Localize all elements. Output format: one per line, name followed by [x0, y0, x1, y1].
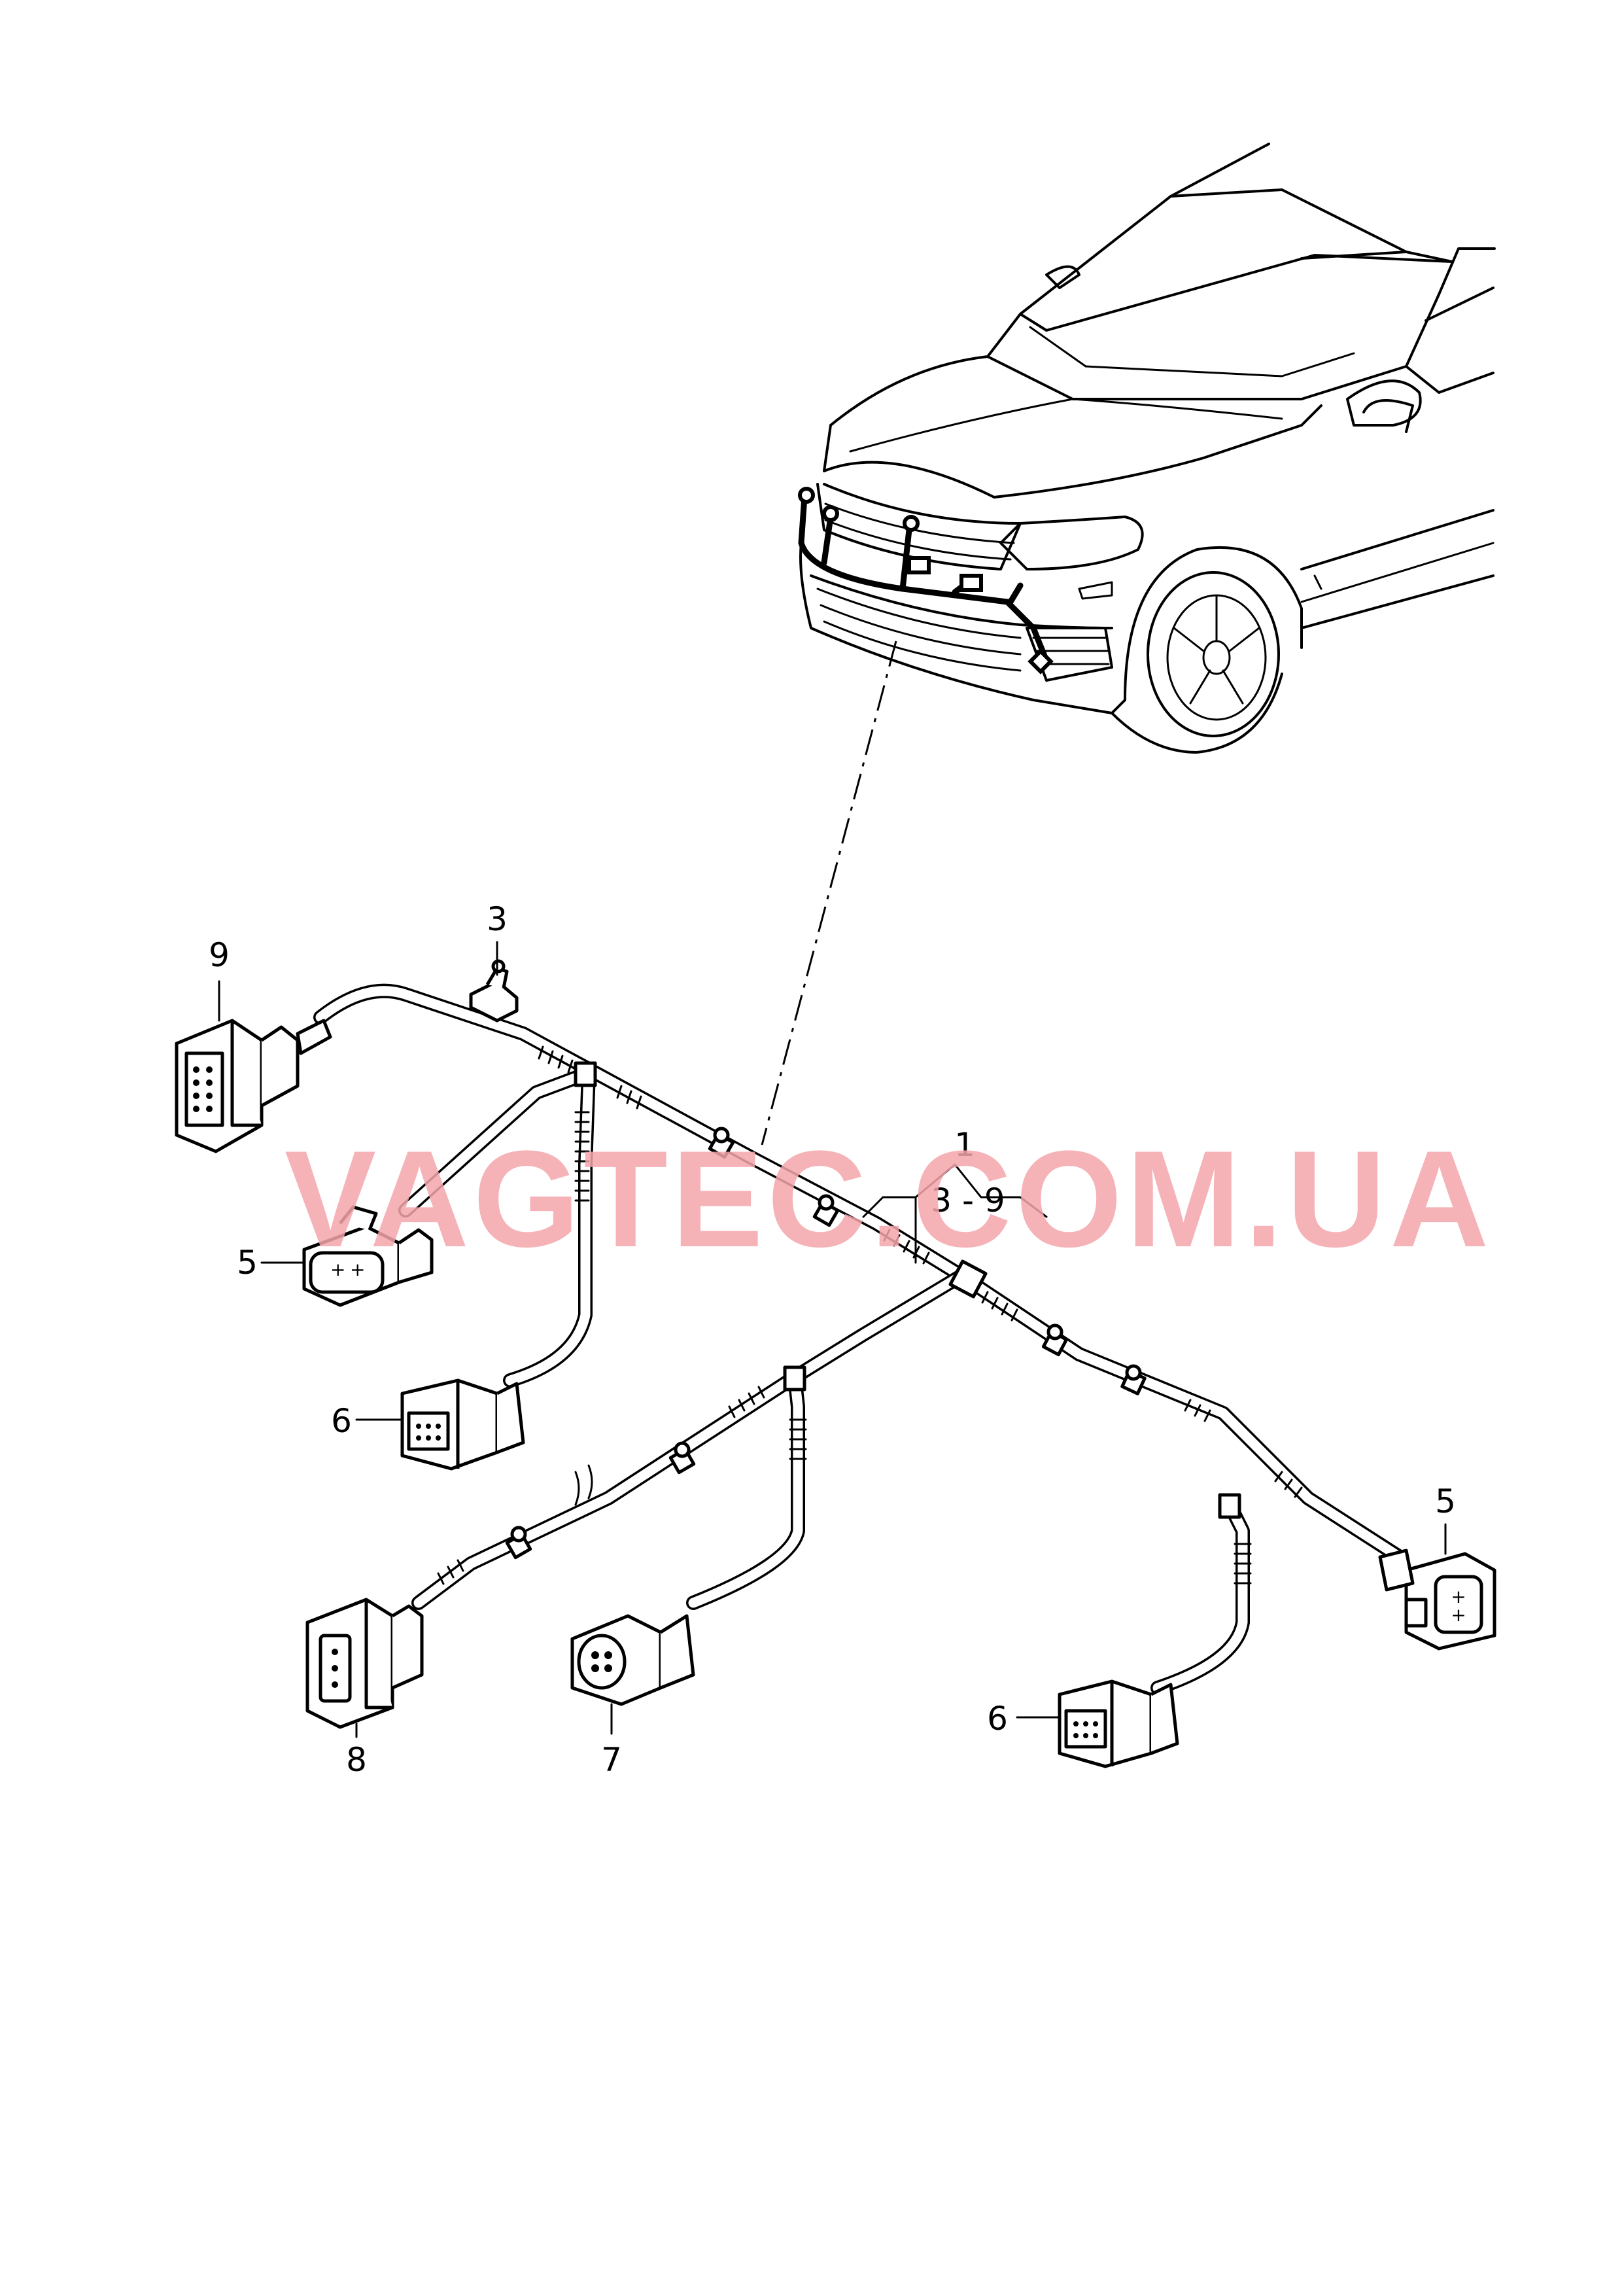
callout-item-9: 9: [209, 936, 230, 974]
svg-text:+: +: [330, 1259, 345, 1280]
connector-6-right: [1058, 1679, 1179, 1768]
callout-item-1: 1: [954, 1126, 975, 1164]
callout-range-3-9: 3 - 9: [931, 1182, 1005, 1219]
svg-text:+: +: [350, 1259, 365, 1280]
connector-5-right: + +: [1378, 1549, 1496, 1651]
callout-item-8: 8: [346, 1741, 367, 1779]
location-leader-line: [761, 640, 897, 1146]
callout-item-7: 7: [601, 1741, 622, 1779]
callout-labels: 1 3 - 9 3 9 5 6 8 7 6 5: [209, 900, 1456, 1779]
callout-item-3: 3: [487, 900, 508, 938]
connector-7: [570, 1614, 695, 1706]
connector-9: [175, 1019, 332, 1153]
clip-3: [469, 959, 519, 1023]
connector-6-left: [400, 1378, 525, 1471]
callout-item-5-left: 5: [237, 1244, 258, 1282]
callout-item-6-left: 6: [331, 1402, 352, 1440]
callout-item-6-right: 6: [987, 1700, 1008, 1738]
svg-text:+: +: [1451, 1586, 1466, 1607]
connector-8: [305, 1598, 424, 1729]
harness-on-vehicle: [798, 487, 1054, 674]
callout-leaders: [218, 941, 1447, 1738]
connector-5-left: + +: [302, 1205, 434, 1307]
vehicle-front-illustration: [799, 143, 1496, 754]
svg-text:+: +: [1451, 1604, 1466, 1626]
callout-item-5-right: 5: [1435, 1482, 1456, 1520]
watermark-text: VAGTEC.COM.UA: [285, 1122, 1493, 1276]
wiring-harness: [313, 983, 1407, 1695]
